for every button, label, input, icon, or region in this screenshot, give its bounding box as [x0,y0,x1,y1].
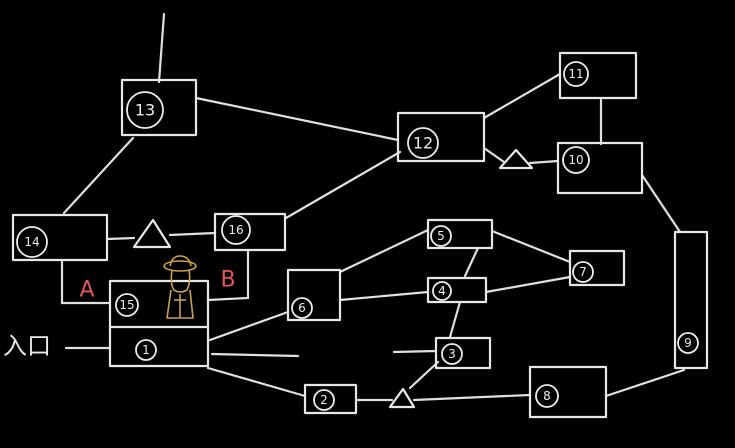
edge-12-16 [284,150,402,220]
edge-5-7 [490,229,572,264]
badge-5-circle [430,225,452,247]
badge-10-circle [562,146,590,174]
edge-1-2 [206,366,307,398]
badge-2-circle [313,389,335,411]
room-16-box [213,212,287,252]
badge-15-circle [115,293,139,317]
badge-13-circle [126,91,164,129]
room-2-box [303,383,358,415]
edge-13-top [157,12,166,84]
entrance-label: 入口 [3,332,51,360]
room-12-box [396,111,486,163]
room-1-number: 1 [142,343,150,357]
explorer-character-icon [163,255,197,319]
room-11-box [558,51,638,100]
edge-6-5 [338,228,430,274]
edge-gate-16 [168,231,217,237]
gate-triangle-bottom [388,387,416,409]
badge-8-circle [535,384,559,408]
badge-16-circle [221,215,251,245]
edge-12-gate [482,146,506,164]
gates [132,148,534,409]
room-6-box [286,268,342,322]
room-7-number: 7 [579,265,587,279]
edge-gate-8 [412,393,532,402]
room-4-number: 4 [438,284,446,298]
edge-4-7 [484,275,572,294]
edge-6-4 [338,290,430,302]
edge-5-4 [463,246,480,278]
badge-4-circle [432,281,452,301]
rooms [11,51,709,419]
room-8-number: 8 [543,389,551,403]
room-9-number: 9 [684,336,692,350]
edge-14-gate [105,236,136,241]
badge-12-circle [407,127,439,159]
room-5-box [426,218,494,250]
badge-11-circle [563,61,589,87]
gate-triangle-left [132,218,172,249]
room-12-number: 12 [413,134,433,153]
marker-a: A [79,278,94,303]
badge-7-circle [572,261,594,283]
badge-14-circle [16,226,48,258]
room-13-number: 13 [135,101,155,120]
room-2-number: 2 [320,393,328,407]
room-7-box [568,249,626,287]
badge-1-circle [135,339,157,361]
room-6-number: 6 [298,301,306,315]
room-badges: 13 12 11 10 14 16 15 1 6 5 4 7 3 2 8 9 [16,61,699,411]
edge-3-gate [408,360,440,390]
badge-9-circle [677,332,699,354]
edge-3-stub [392,349,438,354]
room-15-number: 15 [119,298,134,312]
room-14-number: 14 [24,235,39,249]
edge-14-15 [60,260,112,305]
connections [60,12,686,402]
room-14-box [11,213,109,262]
edge-4-3 [448,300,462,339]
edge-12-11 [482,72,562,120]
room-11-number: 11 [568,67,583,81]
marker-b: B [220,268,235,293]
edge-10-9 [640,173,682,234]
edge-13-14 [62,136,135,215]
room-8-box [528,365,608,419]
badge-3-circle [441,343,463,365]
edge-1-6 [208,310,290,342]
room-10-number: 10 [568,153,583,167]
room-10-box [556,141,644,195]
room-13-box [120,78,198,137]
room-5-number: 5 [437,229,445,243]
room-4-box [426,276,488,304]
badge-6-circle [291,297,313,319]
gate-triangle-right [498,148,534,170]
edge-8-9 [604,368,686,398]
edge-gate-10 [528,159,560,165]
edge-16-15 [206,248,250,302]
edge-1-stub [210,352,300,358]
room-16-number: 16 [228,223,243,237]
room-3-number: 3 [448,347,456,361]
room-15-1-box [108,279,210,368]
room-9-box [673,230,709,370]
room-3-box [434,336,492,370]
edge-13-12 [194,96,400,142]
